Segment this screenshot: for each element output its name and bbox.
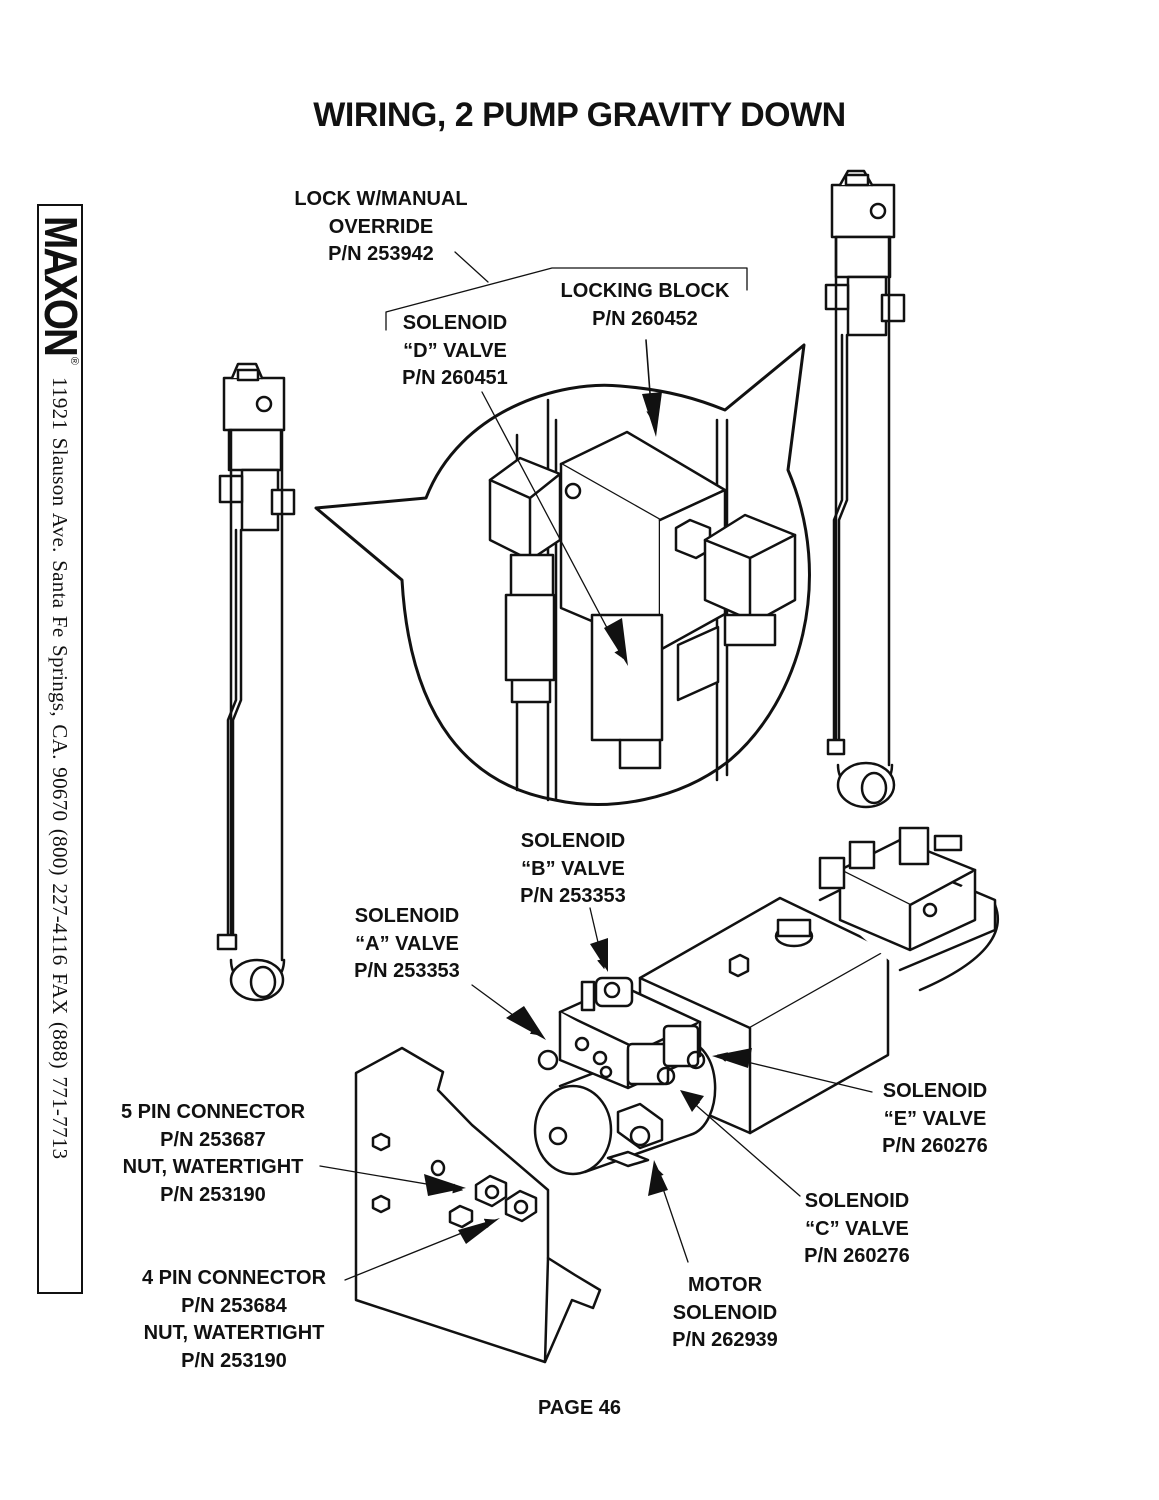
label-solenoid-a: SOLENOID “A” VALVE P/N 253353 xyxy=(354,905,460,982)
label-solenoid-b: SOLENOID “B” VALVE P/N 253353 xyxy=(520,830,626,907)
label-solenoid-c: SOLENOID “C” VALVE P/N 260276 xyxy=(804,1190,910,1267)
page-number: PAGE 46 xyxy=(538,1397,621,1419)
arrowheads xyxy=(424,392,752,1244)
right-cylinder xyxy=(824,169,906,809)
connector-plate xyxy=(354,1046,602,1364)
label-four-pin-connector: 4 PIN CONNECTOR P/N 253684 NUT, WATERTIG… xyxy=(141,1267,327,1372)
label-motor-solenoid: MOTOR SOLENOID P/N 262939 xyxy=(672,1274,778,1351)
label-solenoid-e: SOLENOID “E” VALVE P/N 260276 xyxy=(882,1080,988,1157)
detail-magnifier xyxy=(314,343,811,806)
left-cylinder xyxy=(216,362,296,1002)
label-five-pin-connector: 5 PIN CONNECTOR P/N 253687 NUT, WATERTIG… xyxy=(120,1101,306,1206)
page-title: WIRING, 2 PUMP GRAVITY DOWN xyxy=(313,96,846,134)
company-sidebar: MAXON ® 11921 Slauson Ave. Santa Fe Spri… xyxy=(35,204,86,1294)
label-solenoid-d: SOLENOID “D” VALVE P/N 260451 xyxy=(402,312,508,389)
label-locking-block: LOCKING BLOCK P/N 260452 xyxy=(560,280,730,330)
label-lock-override: LOCK W/MANUAL OVERRIDE P/N 253942 xyxy=(294,188,468,265)
power-unit xyxy=(533,826,1000,1176)
